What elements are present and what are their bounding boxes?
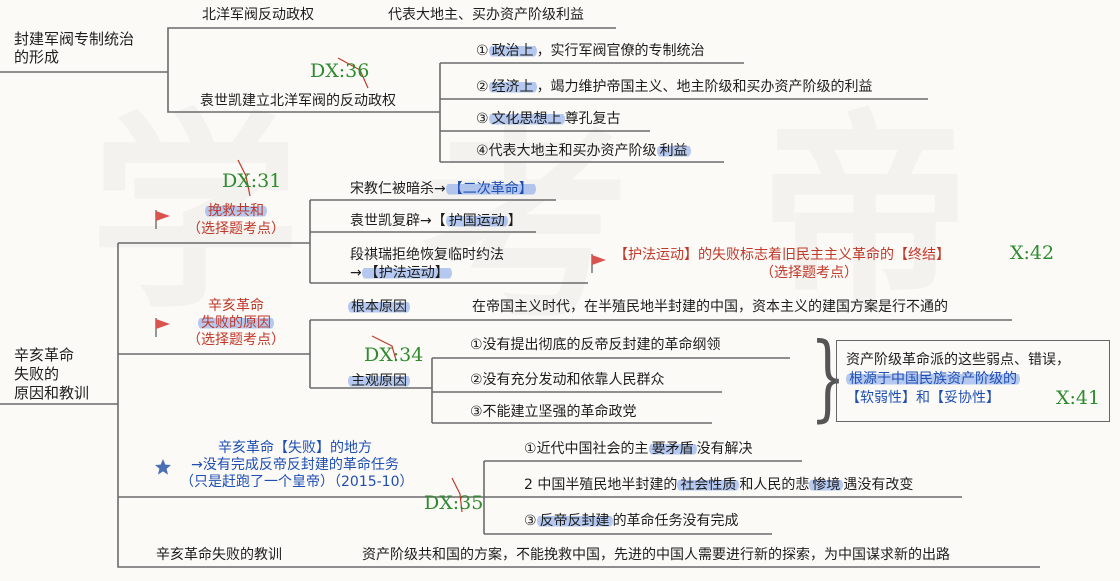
save-item-3: 段祺瑞拒绝恢复临时约法 →【护法运动】 xyxy=(350,246,504,282)
exam-tag-dx36: DX:36 xyxy=(310,60,370,82)
highlight: 惨境 xyxy=(809,477,844,493)
exam-tag-dx35: DX:35 xyxy=(424,492,484,514)
item-number: ③ xyxy=(524,513,537,529)
subjective-cause-1: ①没有提出彻底的反帝反封建的革命纲领 xyxy=(470,337,721,353)
item-text: 袁世凯复辟→【 xyxy=(350,213,446,229)
failure-item-1: ①近代中国社会的主要矛盾没有解决 xyxy=(524,440,753,458)
root-cause-box xyxy=(836,340,1110,422)
highlight: 主观原因 xyxy=(348,373,410,389)
item-text: ，实行军阀官僚的专制统治 xyxy=(536,43,705,59)
highlight: 根本原因 xyxy=(348,299,410,315)
subjective-cause-3: ③不能建立坚强的革命政党 xyxy=(470,404,637,420)
item-text: 】 xyxy=(507,213,522,229)
highlight: 利益 xyxy=(656,143,691,159)
save-item-1: 宋教仁被暗杀→【二次革命】 xyxy=(350,180,536,198)
root1-title-line: 的形成 xyxy=(14,48,60,66)
save-republic-title: 挽救共和 xyxy=(174,202,298,220)
item-text: 近代中国社会的主 xyxy=(536,441,649,457)
title-line: （选择题考点） xyxy=(187,332,285,348)
highlight: 失败的原因 xyxy=(198,315,274,331)
failure-item-2: 2 中国半殖民地半封建的社会性质和人民的悲惨境遇没有改变 xyxy=(524,476,913,494)
highlight: 挽救共和 xyxy=(205,203,267,219)
exam-tag-dx34: DX:34 xyxy=(364,344,424,366)
highlight: 反帝反封建 xyxy=(536,513,613,529)
fundamental-cause-label: 根本原因 xyxy=(348,298,410,316)
item-number: 2 xyxy=(524,477,533,493)
save-item-2: 袁世凯复辟→【护国运动】 xyxy=(350,212,522,230)
root-cause-line-2: 根源于中国民族资产阶级的 xyxy=(846,370,1020,388)
failure-point: 辛亥革命【失败】的地方 →没有完成反帝反封建的革命任务 （只是赶跑了一个皇帝）（… xyxy=(180,440,414,491)
constitution-movement-note: 【护法运动】的失败标志着旧民主主义革命的【终结】 xyxy=(614,247,950,263)
failure-cause-title: 辛亥革命 失败的原因 （选择题考点） xyxy=(174,298,298,349)
item-text: → xyxy=(350,265,362,281)
item-text: 遇没有改变 xyxy=(843,477,914,493)
root-cause-line-1: 资产阶级革命派的这些弱点、错误， xyxy=(846,352,1070,368)
item-number: ④ xyxy=(476,143,489,159)
red-flag-icon xyxy=(155,210,170,229)
root-cause-line-3: 【软弱性】和【妥协性】 xyxy=(846,390,1000,406)
title-line: 辛亥革命 xyxy=(208,298,264,314)
root1-title-line: 封建军阀专制统治 xyxy=(14,30,135,48)
item-number: ③ xyxy=(476,111,489,127)
root2-title-line: 辛亥革命 xyxy=(14,346,75,364)
root2-title-line: 原因和教训 xyxy=(14,384,90,402)
exam-tag-x42: X:42 xyxy=(1010,242,1055,264)
item-text: 尊孔复古 xyxy=(564,111,621,127)
failure-line: 辛亥革命【失败】的地方 xyxy=(218,440,372,456)
item-text: 代表大地主和买办资产阶级 xyxy=(488,143,657,159)
root2-title-line: 失败的 xyxy=(14,365,60,383)
exam-tag-x41: X:41 xyxy=(1056,387,1101,409)
save-republic-sub: （选择题考点） xyxy=(187,221,285,237)
highlight: 护国运动 xyxy=(445,213,508,229)
item-number: ① xyxy=(524,441,537,457)
lesson-text: 资产阶级共和国的方案，不能挽救中国，先进的中国人需要进行新的探索，为中国谋求新的… xyxy=(362,547,950,563)
beiyang-label: 北洋军阀反动政权 xyxy=(202,7,314,23)
item-text: 的革命任务没有完成 xyxy=(612,513,739,529)
failure-line: （只是赶跑了一个皇帝）（2015-10） xyxy=(180,474,414,490)
highlight: 【护法运动】 xyxy=(361,265,452,281)
highlight: 政治上 xyxy=(488,43,537,59)
item-text: 中国半殖民地半封建的 xyxy=(537,477,678,493)
highlight: 【二次革命】 xyxy=(445,181,536,197)
highlight: 要矛盾 xyxy=(648,441,697,457)
item-number: ② xyxy=(476,79,489,95)
exam-tag-dx31: DX:31 xyxy=(222,170,282,192)
failure-line: →没有完成反帝反封建的革命任务 xyxy=(191,457,399,473)
highlight: 文化思想上 xyxy=(488,111,565,127)
root2-title: 辛亥革命 失败的 原因和教训 xyxy=(14,346,89,403)
item-text: 没有解决 xyxy=(696,441,753,457)
highlight: 社会性质 xyxy=(677,477,740,493)
subjective-cause-2: ②没有充分发动和依靠人民群众 xyxy=(470,372,665,388)
subjective-cause-label: 主观原因 xyxy=(348,372,410,390)
curly-brace: } xyxy=(809,323,846,432)
highlight: 根源于中国民族资产阶级的 xyxy=(846,371,1020,387)
red-flag-icon xyxy=(591,254,606,273)
item-text: 和人民的悲 xyxy=(739,477,810,493)
item-text: ，竭力维护帝国主义、地主阶级和买办资产阶级的利益 xyxy=(536,79,873,95)
item-number: ① xyxy=(476,43,489,59)
item-text: 段祺瑞拒绝恢复临时约法 xyxy=(350,247,504,263)
fundamental-cause-text: 在帝国主义时代，在半殖民地半封建的中国，资本主义的建国方案是行不通的 xyxy=(472,299,948,315)
yuan-regime-label: 袁世凯建立北洋军阀的反动政权 xyxy=(200,93,396,109)
constitution-movement-note-sub: （选择题考点） xyxy=(760,265,858,281)
beiyang-interest: 代表大地主、买办资产阶级利益 xyxy=(388,7,584,23)
regime-feature-4: ④代表大地主和买办资产阶级利益 xyxy=(476,142,691,160)
star-icon xyxy=(155,459,171,475)
red-flag-icon xyxy=(155,318,170,337)
highlight: 经济上 xyxy=(488,79,537,95)
item-text: 宋教仁被暗杀→ xyxy=(350,181,446,197)
root1-title: 封建军阀专制统治 的形成 xyxy=(14,30,134,66)
lesson-label: 辛亥革命失败的教训 xyxy=(156,547,282,563)
